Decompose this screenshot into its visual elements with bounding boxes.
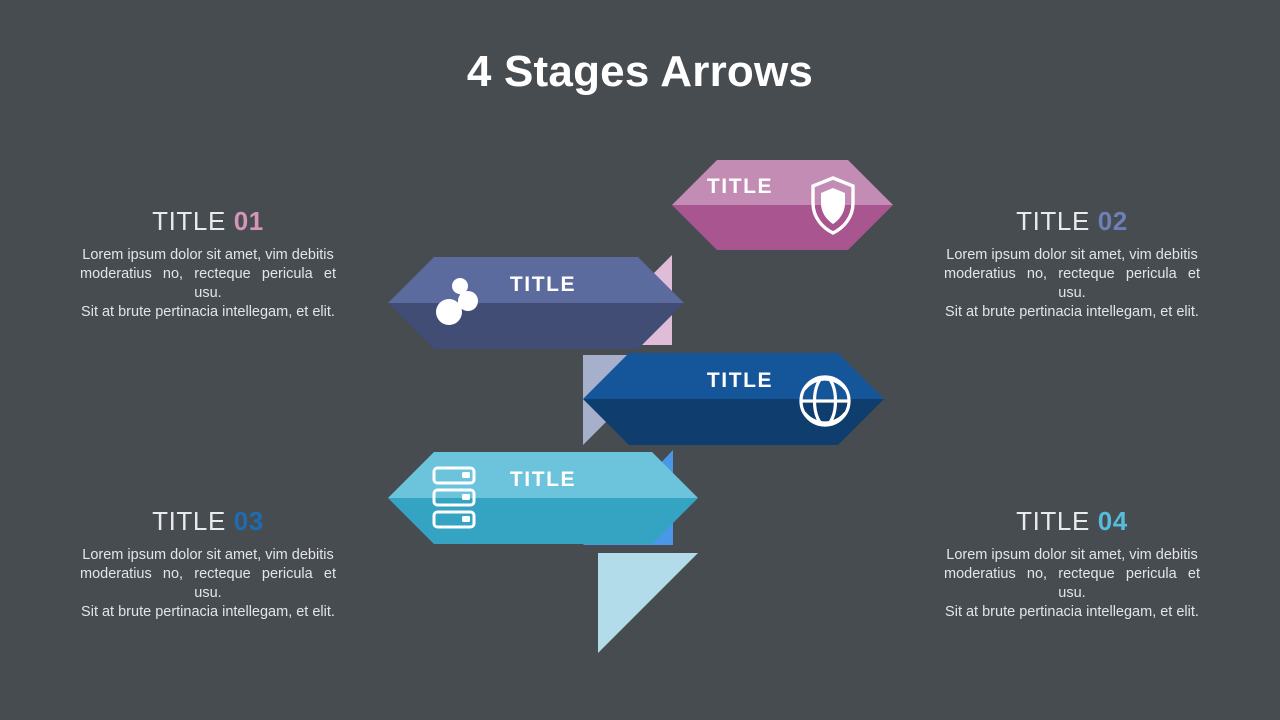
stage-2-body-line-1: Lorem ipsum dolor sit amet, vim debitis <box>946 247 1198 263</box>
stage-1-arrow-top <box>672 160 893 205</box>
stage-2-heading-number: 02 <box>1097 206 1128 236</box>
stage-4-tail <box>598 553 698 653</box>
stage-1-body-line-1: Lorem ipsum dolor sit amet, vim debitis <box>82 247 334 263</box>
stage-4-body-line-2: moderatius no, recteque pericula et usu. <box>944 566 1200 602</box>
page-title: 4 Stages Arrows <box>466 47 814 96</box>
globe-icon <box>799 375 851 427</box>
stage-4-body-line-3: Sit at brute pertinacia intellegam, et e… <box>945 604 1199 621</box>
stage-4-body-line-1: Lorem ipsum dolor sit amet, vim debitis <box>946 547 1198 563</box>
stage-1-arrow-label: TITLE <box>707 175 773 198</box>
stage-4-arrow-bottom <box>388 498 698 544</box>
stage-3-arrow-bottom <box>583 399 884 445</box>
stage-2-arrow[interactable]: TITLE <box>388 257 684 349</box>
stage-3-body-line-2: moderatius no, recteque pericula et usu. <box>80 566 336 602</box>
stage-1-heading-number: 01 <box>233 206 264 236</box>
stage-1-text-block: TITLE 01 Lorem ipsum dolor sit amet, vim… <box>58 206 358 323</box>
molecule-icon <box>436 278 478 325</box>
stage-2-body-line-2: moderatius no, recteque pericula et usu. <box>944 266 1200 302</box>
stage-4-arrow[interactable]: TITLE <box>388 452 698 544</box>
stage-4-heading: TITLE 04 <box>922 506 1222 537</box>
stage-4-heading-prefix: TITLE <box>1016 506 1090 536</box>
stage-3-arrow-label: TITLE <box>707 369 773 392</box>
stage-2-heading: TITLE 02 <box>922 206 1222 237</box>
stage-3-body-line-1: Lorem ipsum dolor sit amet, vim debitis <box>82 547 334 563</box>
stage-4-arrow-top <box>388 452 698 498</box>
stage-2-body: Lorem ipsum dolor sit amet, vim debitis … <box>922 246 1222 323</box>
stage-3-arrow-top <box>583 353 884 399</box>
stage-4-text-block: TITLE 04 Lorem ipsum dolor sit amet, vim… <box>922 506 1222 623</box>
stage-3-heading: TITLE 03 <box>58 506 358 537</box>
stage-3-heading-number: 03 <box>233 506 264 536</box>
stage-1-heading: TITLE 01 <box>58 206 358 237</box>
stage-4-body: Lorem ipsum dolor sit amet, vim debitis … <box>922 546 1222 623</box>
stage-2-heading-prefix: TITLE <box>1016 206 1090 236</box>
stage-1-body: Lorem ipsum dolor sit amet, vim debitis … <box>58 246 358 323</box>
stage-2-text-block: TITLE 02 Lorem ipsum dolor sit amet, vim… <box>922 206 1222 323</box>
server-icon <box>432 466 476 529</box>
stage-2-arrow-bottom <box>388 303 684 349</box>
stage-4-arrow-label: TITLE <box>510 468 576 491</box>
stage-3-body: Lorem ipsum dolor sit amet, vim debitis … <box>58 546 358 623</box>
stage-3-arrow[interactable]: TITLE <box>583 353 884 445</box>
stage-3-body-line-3: Sit at brute pertinacia intellegam, et e… <box>81 604 335 621</box>
stage-1-body-line-2: moderatius no, recteque pericula et usu. <box>80 266 336 302</box>
stage-2-arrow-label: TITLE <box>510 273 576 296</box>
stage-2-body-line-3: Sit at brute pertinacia intellegam, et e… <box>945 304 1199 321</box>
stage-4-heading-number: 04 <box>1097 506 1128 536</box>
stage-1-heading-prefix: TITLE <box>152 206 226 236</box>
stage-1-arrow[interactable]: TITLE <box>672 160 893 250</box>
stage-1-arrow-bottom <box>672 205 893 250</box>
stage-1-body-line-3: Sit at brute pertinacia intellegam, et e… <box>81 304 335 321</box>
stage-3-heading-prefix: TITLE <box>152 506 226 536</box>
shield-icon <box>811 176 855 235</box>
stage-3-text-block: TITLE 03 Lorem ipsum dolor sit amet, vim… <box>58 506 358 623</box>
